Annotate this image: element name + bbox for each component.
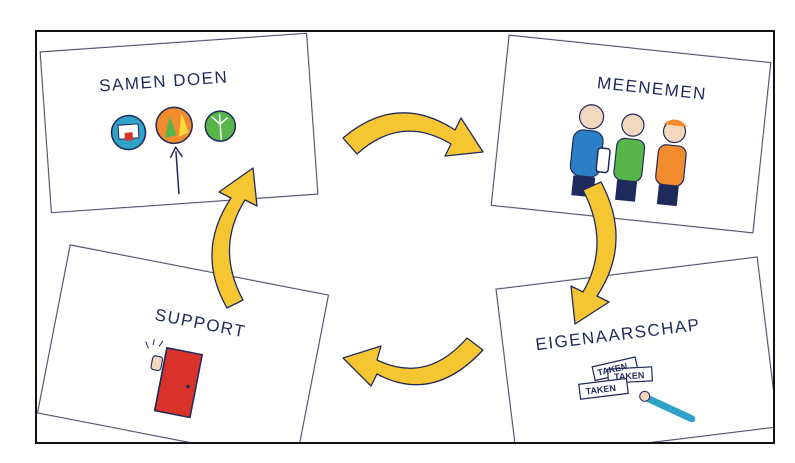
arrow-up-icon <box>169 145 183 195</box>
raised-hand-icon <box>639 390 696 423</box>
card-support: SUPPORT <box>37 244 329 442</box>
arrow-left <box>211 167 258 309</box>
high-five-icon <box>155 106 193 145</box>
card-meenemen: MEENEMEN <box>490 34 772 234</box>
arrow-top <box>342 112 484 157</box>
samen-doen-illustration <box>110 106 237 195</box>
window-icon <box>110 114 147 151</box>
sign-label-3: TAKEN <box>585 383 616 397</box>
card-title-samen-doen: SAMEN DOEN <box>98 67 229 96</box>
door-icon <box>153 346 204 419</box>
meenemen-illustration <box>569 104 688 207</box>
sign-label-2: TAKEN <box>614 370 645 382</box>
puzzle-piece-icon <box>595 147 611 174</box>
eigenaarschap-illustration: TAKEN TAKEN TAKEN <box>578 356 696 423</box>
waving-hand-icon <box>145 339 164 372</box>
person-orange-icon <box>655 119 688 207</box>
support-illustration <box>145 339 204 419</box>
card-eigenaarschap: EIGENAARSCHAP TAKEN TAKEN TAKEN <box>495 256 773 442</box>
taken-signs-icon: TAKEN TAKEN TAKEN <box>578 356 653 400</box>
arrow-right <box>570 181 617 325</box>
windmill-icon <box>204 110 237 142</box>
diagram-frame: SAMEN DOEN MEENEMEN <box>35 30 775 444</box>
card-samen-doen: SAMEN DOEN <box>39 32 319 214</box>
arrow-bottom <box>342 337 484 387</box>
person-green-icon <box>613 113 646 202</box>
